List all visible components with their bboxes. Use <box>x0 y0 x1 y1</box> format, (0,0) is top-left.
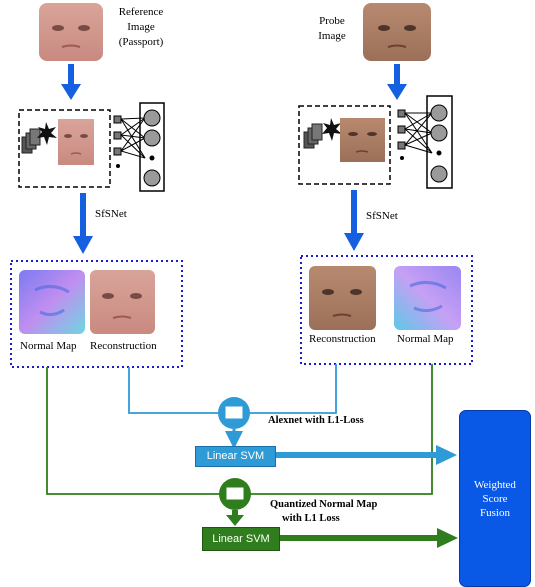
qnm-label-line1: Quantized Normal Map <box>270 499 378 510</box>
reference-title-line3: (Passport) <box>118 36 164 48</box>
qnm-label: Quantized Normal Map with L1 Loss <box>270 498 377 526</box>
qnm-down-arrow <box>226 510 244 526</box>
linear-svm-1: Linear SVM <box>195 446 276 467</box>
probe-normal-map-image <box>394 266 461 330</box>
reference-title: Reference Image (Passport) <box>106 5 176 50</box>
weighted-score-fusion-box: Weighted Score Fusion <box>459 410 531 587</box>
reference-title-line2: Image <box>127 21 155 33</box>
ref-reconstruction-image <box>90 270 155 334</box>
probe-reconstruction-label: Reconstruction <box>309 333 376 345</box>
arrow-ref-top <box>61 64 81 100</box>
reference-title-line1: Reference <box>118 6 164 18</box>
ref-encoder-face <box>58 119 94 165</box>
ref-reconstruction-label: Reconstruction <box>90 340 157 352</box>
probe-conv-stack-icon <box>303 118 342 149</box>
probe-title: Probe Image <box>306 14 358 44</box>
fusion-line1: Weighted <box>474 478 516 491</box>
ref-normal-map-label: Normal Map <box>20 340 77 352</box>
probe-output-box <box>300 255 473 365</box>
probe-normal-map-label: Normal Map <box>397 333 454 345</box>
ref-conv-stack-icon <box>21 122 57 154</box>
probe-reconstruction-image <box>309 266 376 330</box>
probe-encoder-box <box>298 105 391 185</box>
alexnet-merge-node <box>218 397 250 429</box>
ref-neural-net-icon <box>113 102 165 192</box>
probe-title-line2: Image <box>318 30 346 42</box>
probe-neural-net-icon <box>397 95 453 189</box>
green-connectors <box>46 364 433 495</box>
svm1-to-fusion-arrow <box>276 445 457 465</box>
qnm-merge-node <box>219 478 251 510</box>
arrow-probe-top <box>387 64 407 100</box>
reference-encoder-box <box>18 109 111 188</box>
fusion-line2: Score <box>482 492 508 505</box>
svm2-to-fusion-arrow <box>280 528 458 548</box>
arrow-probe-sfsnet <box>344 190 364 251</box>
blue-connectors <box>128 364 337 414</box>
qnm-label-line2: with L1 Loss <box>282 513 340 524</box>
reference-sfsnet-label: SfSNet <box>95 208 127 220</box>
probe-sfsnet-label: SfSNet <box>366 210 398 222</box>
probe-face-image <box>363 3 431 61</box>
arrow-ref-sfsnet <box>73 193 93 254</box>
fusion-line3: Fusion <box>480 506 510 519</box>
linear-svm-2: Linear SVM <box>202 527 280 551</box>
probe-title-line1: Probe <box>319 15 345 27</box>
reference-output-box <box>10 260 183 368</box>
alexnet-label: Alexnet with L1-Loss <box>268 415 364 426</box>
reference-face-image <box>39 3 103 61</box>
ref-normal-map-image <box>19 270 85 334</box>
probe-encoder-face <box>340 118 385 162</box>
